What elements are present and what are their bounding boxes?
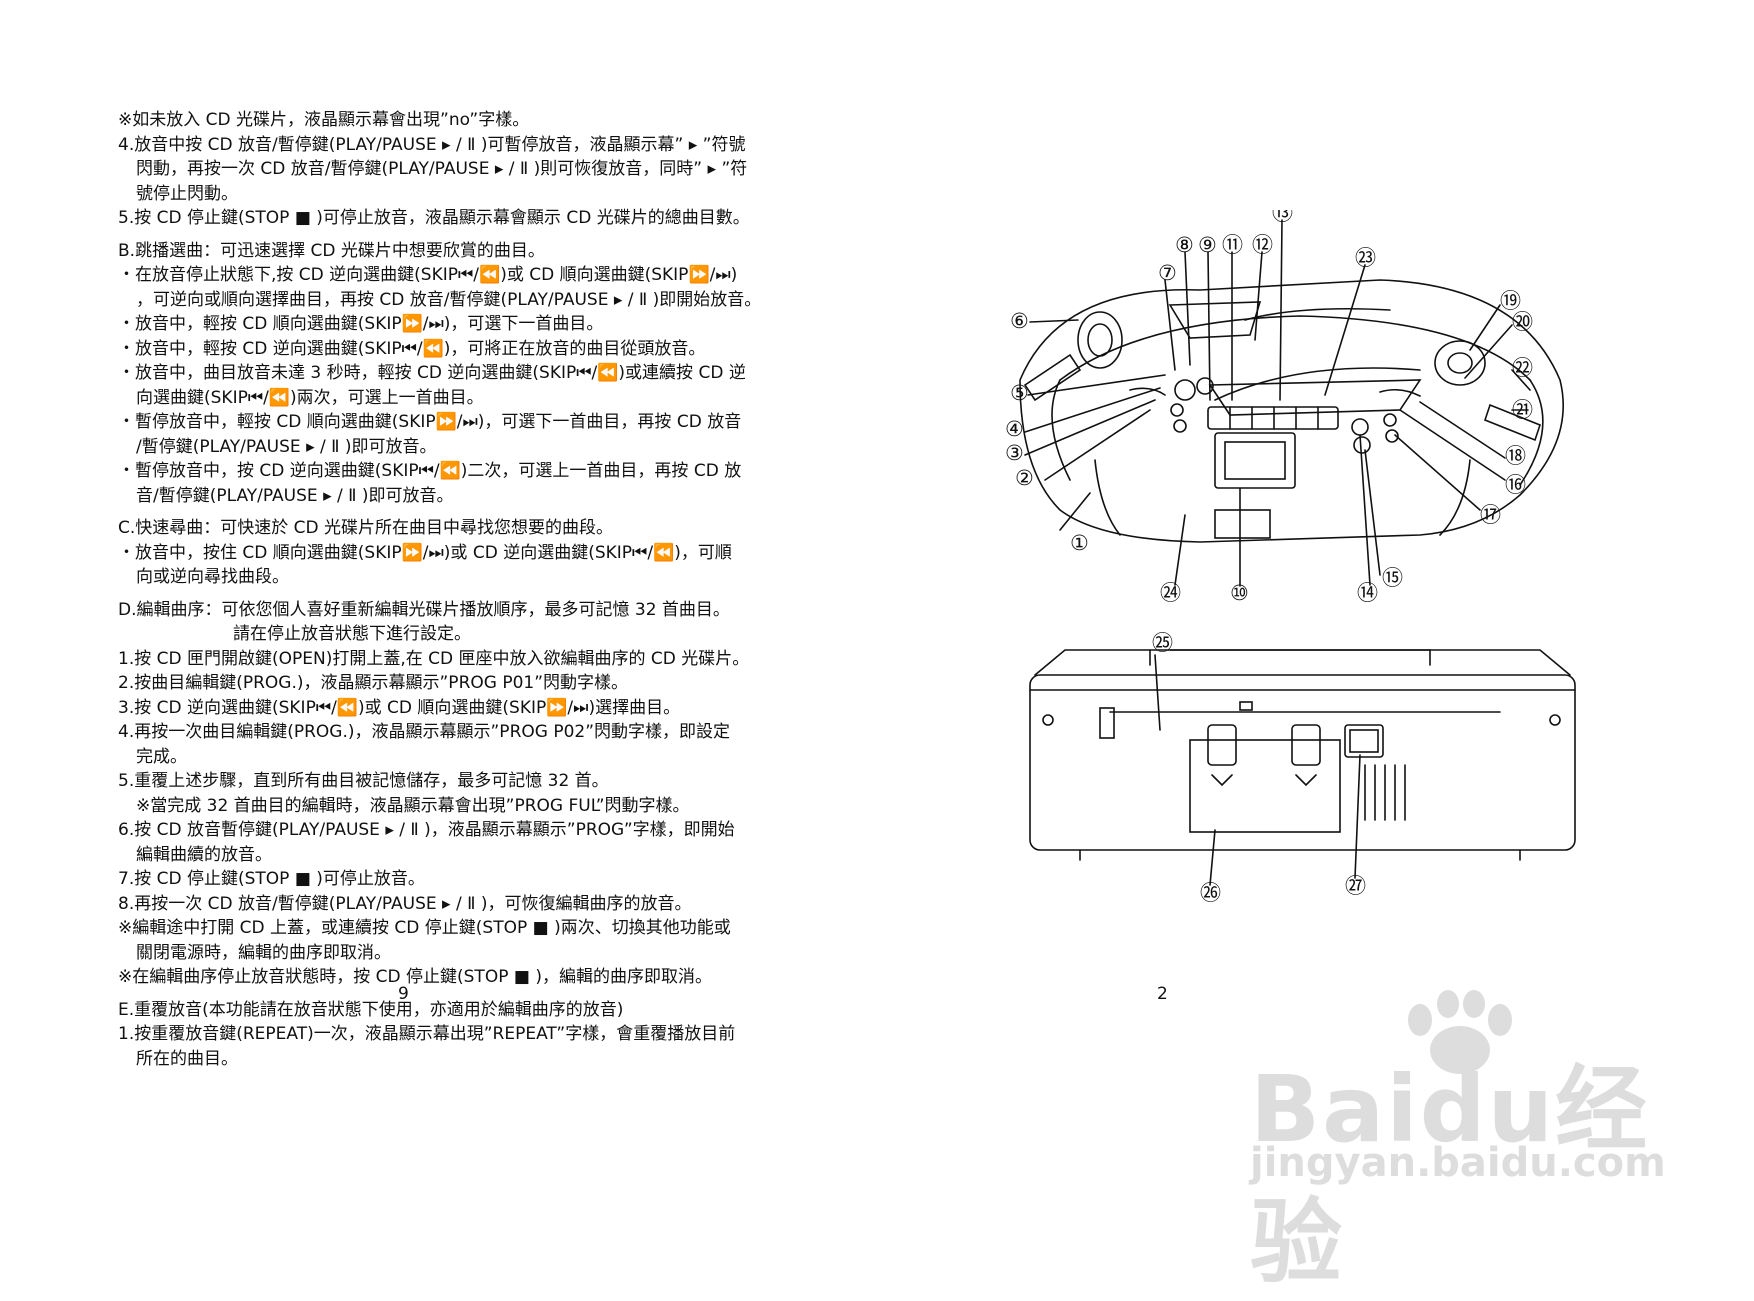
watermark-url: jingyan.baidu.com	[1250, 1140, 1666, 1186]
callout-19: ⑲	[1500, 289, 1521, 313]
text-line: ※編輯途中打開 CD 上蓋，或連續按 CD 停止鍵(STOP ■ )兩次、切換其…	[118, 918, 731, 938]
text-line: 關閉電源時，編輯的曲序即取消。	[136, 942, 391, 963]
text-line: 編輯曲續的放音。	[136, 844, 272, 865]
text-line: 5.按 CD 停止鍵(STOP ■ )可停止放音，液晶顯示幕會顯示 CD 光碟片…	[118, 208, 750, 228]
product-diagram: ① ② ③ ④ ⑤ ⑥ ⑦ ⑧ ⑨ ⑪ ⑫ ⑬ ㉓ ⑲ ⑳ ㉒ ㉑ ⑱ ⑯ ⑰ …	[1005, 210, 1576, 905]
callout-16: ⑯	[1505, 473, 1526, 497]
text-line: 1.按 CD 匣門開啟鍵(OPEN)打開上蓋,在 CD 匣座中放入欲編輯曲序的 …	[118, 648, 750, 669]
callout-5: ⑤	[1010, 381, 1029, 405]
text-line: C.快速尋曲：可快速於 CD 光碟片所在曲目中尋找您想要的曲段。	[118, 518, 614, 538]
callout-4: ④	[1005, 417, 1024, 441]
callout-23: ㉓	[1355, 246, 1376, 270]
paragraph-gap	[118, 508, 808, 516]
text-line: 號停止閃動。	[136, 183, 238, 204]
text-line: 8.再按一次 CD 放音/暫停鍵(PLAY/PAUSE ▸ / Ⅱ )，可恢復編…	[118, 893, 692, 914]
callout-8: ⑧	[1175, 233, 1194, 257]
text-line: ・放音中，輕按 CD 逆向選曲鍵(SKIP⏮/⏪)，可將正在放音的曲目從頭放音。	[118, 338, 706, 359]
text-line: 4.再按一次曲目編輯鍵(PROG.)，液晶顯示幕顯示”PROG P02”閃動字樣…	[118, 722, 731, 742]
manual-text-column: ※如未放入 CD 光碟片，液晶顯示幕會出現”no”字樣。 4.放音中按 CD 放音…	[118, 108, 808, 1071]
text-line: 5.重覆上述步驟，直到所有曲目被記憶儲存，最多可記憶 32 首。	[118, 771, 609, 791]
callout-7: ⑦	[1158, 261, 1177, 285]
text-line: 所在的曲目。	[136, 1048, 238, 1069]
text-line: /暫停鍵(PLAY/PAUSE ▸ / Ⅱ )即可放音。	[136, 436, 437, 457]
paragraph-gap	[118, 590, 808, 598]
text-line: 3.按 CD 逆向選曲鍵(SKIP⏮/⏪)或 CD 順向選曲鍵(SKIP⏩/⏭)…	[118, 697, 681, 718]
text-line: ・放音中，按住 CD 順向選曲鍵(SKIP⏩/⏭)或 CD 逆向選曲鍵(SKIP…	[118, 542, 732, 563]
callout-18: ⑱	[1505, 444, 1526, 468]
callout-22: ㉒	[1512, 356, 1533, 380]
text-line: 6.按 CD 放音暫停鍵(PLAY/PAUSE ▸ / Ⅱ )，液晶顯示幕顯示”…	[118, 820, 735, 840]
callout-6: ⑥	[1010, 309, 1029, 333]
callout-12: ⑫	[1252, 233, 1273, 257]
text-line: B.跳播選曲：可迅速選擇 CD 光碟片中想要欣賞的曲目。	[118, 240, 545, 261]
text-line: E.重覆放音(本功能請在放音狀態下使用，亦適用於編輯曲序的放音)	[118, 999, 624, 1020]
text-line: ・放音中，曲目放音未達 3 秒時，輕按 CD 逆向選曲鍵(SKIP⏮/⏪)或連續…	[118, 363, 746, 383]
text-line: ※當完成 32 首曲目的編輯時，液晶顯示幕會出現”PROG FUL”閃動字樣。	[136, 795, 690, 816]
text-line: ・暫停放音中，按 CD 逆向選曲鍵(SKIP⏮/⏪)二次，可選上一首曲目，再按 …	[118, 461, 742, 481]
watermark-brand: Baidu经验	[1250, 1056, 1650, 1296]
text-line: D.編輯曲序：可依您個人喜好重新編輯光碟片播放順序，最多可記憶 32 首曲目。	[118, 599, 730, 620]
callout-9: ⑨	[1198, 233, 1217, 257]
callout-24: ㉔	[1160, 581, 1181, 605]
callout-21: ㉑	[1512, 398, 1533, 422]
text-line: 請在停止放音狀態下進行設定。	[233, 624, 471, 644]
paragraph-gap	[118, 990, 808, 998]
text-line: 向選曲鍵(SKIP⏮/⏪)兩次，可選上一首曲目。	[136, 387, 484, 408]
text-line: 閃動，再按一次 CD 放音/暫停鍵(PLAY/PAUSE ▸ / Ⅱ )則可恢復…	[136, 159, 748, 179]
text-line: ・暫停放音中，輕按 CD 順向選曲鍵(SKIP⏩/⏭)，可選下一首曲目，再按 C…	[118, 412, 742, 432]
callout-13: ⑬	[1272, 210, 1293, 225]
text-line: 完成。	[136, 746, 187, 767]
paragraph-gap	[118, 231, 808, 239]
callout-14: ⑭	[1357, 581, 1378, 605]
text-line: ※如未放入 CD 光碟片，液晶顯示幕會出現”no”字樣。	[118, 110, 530, 130]
text-line: 4.放音中按 CD 放音/暫停鍵(PLAY/PAUSE ▸ / Ⅱ )可暫停放音…	[118, 134, 746, 155]
text-line: 向或逆向尋找曲段。	[136, 567, 289, 587]
callout-1: ①	[1070, 531, 1089, 555]
text-line: 1.按重覆放音鍵(REPEAT)一次，液晶顯示幕出現”REPEAT”字樣，會重覆…	[118, 1024, 736, 1044]
callout-17: ⑰	[1480, 503, 1501, 527]
text-line: 2.按曲目編輯鍵(PROG.)，液晶顯示幕顯示”PROG P01”閃動字樣。	[118, 673, 629, 693]
page-number-left: 9	[398, 984, 409, 1004]
text-line: ※在編輯曲序停止放音狀態時，按 CD 停止鍵(STOP ■ )，編輯的曲序即取消…	[118, 967, 712, 987]
callout-10: ⑩	[1230, 581, 1249, 605]
text-line: ，可逆向或順向選擇曲目，再按 CD 放音/暫停鍵(PLAY/PAUSE ▸ / …	[136, 289, 762, 310]
callout-11: ⑪	[1222, 233, 1243, 257]
page-number-right: 2	[1157, 984, 1168, 1004]
text-line: ・放音中，輕按 CD 順向選曲鍵(SKIP⏩/⏭)，可選下一首曲目。	[118, 314, 604, 334]
text-line: ・在放音停止狀態下,按 CD 逆向選曲鍵(SKIP⏮/⏪)或 CD 順向選曲鍵(…	[118, 265, 738, 285]
callout-25: ㉕	[1152, 631, 1173, 655]
text-line: 7.按 CD 停止鍵(STOP ■ )可停止放音。	[118, 869, 425, 889]
callout-2: ②	[1015, 466, 1034, 490]
callout-3: ③	[1005, 441, 1024, 465]
callout-15: ⑮	[1382, 566, 1403, 590]
callout-26: ㉖	[1200, 881, 1221, 905]
text-line: 音/暫停鍵(PLAY/PAUSE ▸ / Ⅱ )即可放音。	[136, 485, 454, 506]
callout-20: ⑳	[1512, 310, 1533, 334]
callout-27: ㉗	[1345, 874, 1366, 898]
